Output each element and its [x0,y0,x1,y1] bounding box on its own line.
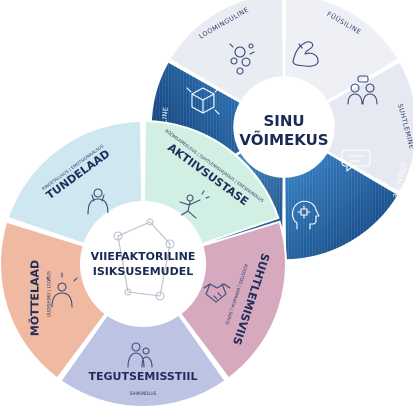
active-jump-icon [179,190,210,219]
thinking-figure-icon [46,272,78,308]
personality-center-line1: VIIEFAKTORILINE [91,250,196,263]
people-talking-icon [347,75,378,105]
handshake-icon [203,283,231,303]
personality-center-line2: ISIKSUSEMUDEL [93,265,193,278]
ability-segment-3 [326,60,413,194]
personality-segment-subtitle: SIHIKINDLUS [130,391,157,396]
speech-bubble-icon [341,149,371,172]
muscle-arm-icon [292,41,319,67]
ability-center-line1: SINU [263,112,304,130]
ability-wheel: LOOMINGULINEFÜÜSILINESUHTLEMINESÕNALINEN… [150,0,413,263]
personality-segment-title: MÕTTELAAD [28,260,41,336]
emotion-figure-icon [87,188,109,215]
creative-icon [229,43,255,75]
personality-segment-subtitle: UUDISHIMU | LOOVUS [47,271,52,317]
people-group-icon [127,342,153,368]
head-profile-icon [291,200,320,230]
ability-center-disc [234,77,334,177]
personality-segment-title: TEGUTSEMISSTIIL [88,370,197,383]
ability-segment-texture [284,152,399,260]
ability-center-line2: VÕIMEKUS [239,130,328,149]
personality-center-disc [81,202,205,326]
network-graphic [113,218,175,301]
cube-icon [186,87,220,115]
